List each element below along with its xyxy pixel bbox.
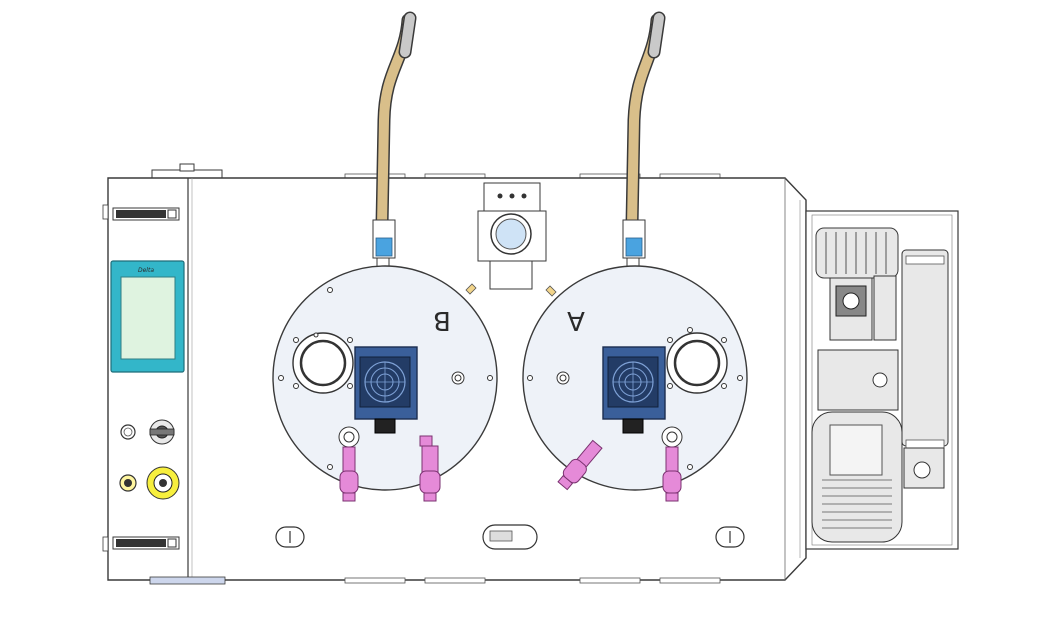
motor-fins xyxy=(822,479,892,529)
power-light-icon xyxy=(119,474,137,492)
hmi-brand-label: Delta xyxy=(138,267,154,274)
hose-left xyxy=(375,11,417,232)
vacuum-pump-unit xyxy=(805,210,959,550)
base-slots xyxy=(275,524,745,550)
center-viewport-icon xyxy=(477,182,547,290)
selector-knob-icon[interactable] xyxy=(149,419,175,445)
hmi-touchscreen[interactable]: Delta xyxy=(110,260,185,373)
door-handle-bottom[interactable] xyxy=(112,536,180,550)
hose-right xyxy=(625,11,666,232)
fan-icon-a xyxy=(612,361,654,403)
tank-b: B xyxy=(272,265,498,491)
indicator-light-icon xyxy=(120,424,136,440)
fan-icon-b xyxy=(364,361,406,403)
tank-a-label: A xyxy=(567,305,585,335)
emergency-stop-icon[interactable] xyxy=(146,466,180,500)
tank-b-label: B xyxy=(433,305,451,335)
outlet-fittings xyxy=(338,426,683,502)
door-handle-top[interactable] xyxy=(112,207,180,221)
tank-a: A xyxy=(522,265,748,491)
pump-fins xyxy=(825,232,887,274)
